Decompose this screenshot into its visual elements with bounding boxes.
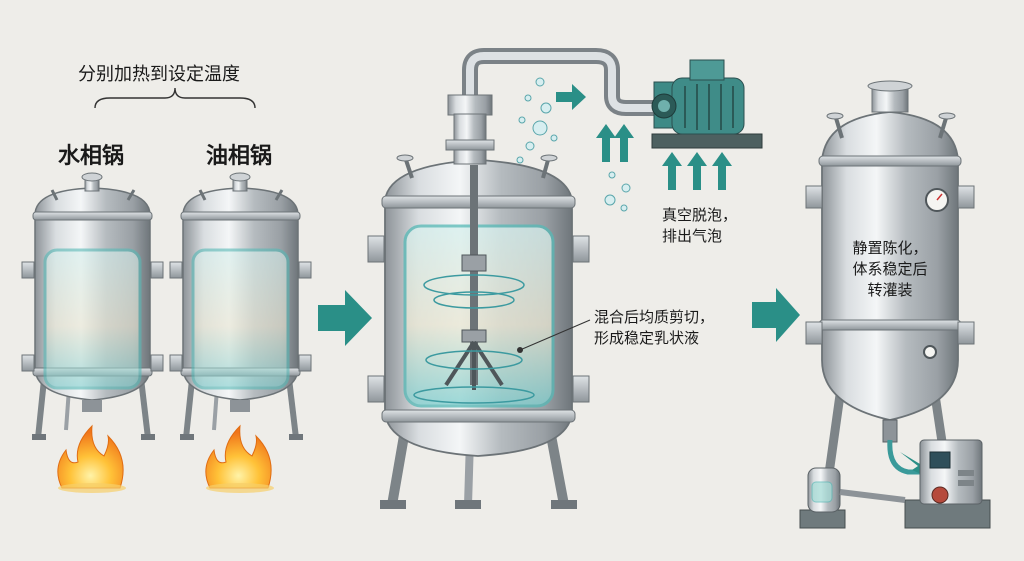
water-phase-tank bbox=[21, 172, 164, 440]
water-tank-flame-icon bbox=[57, 424, 126, 493]
oil-tank-label: 油相锅 bbox=[206, 144, 273, 169]
mix-note-line1: 混合后均质剪切， bbox=[594, 308, 715, 326]
aging-note-line3: 转灌装 bbox=[867, 281, 913, 299]
transfer-hose bbox=[887, 439, 925, 475]
vacuum-pipe bbox=[462, 48, 663, 116]
step-arrow-1 bbox=[318, 290, 372, 346]
swirl-lines bbox=[413, 274, 535, 404]
aging-note: 静置陈化， 体系稳定后 转灌装 bbox=[842, 238, 938, 301]
small-tank bbox=[799, 467, 906, 529]
step-arrow-2 bbox=[752, 288, 800, 342]
aging-note-line2: 体系稳定后 bbox=[852, 260, 928, 278]
aging-note-line1: 静置陈化， bbox=[852, 239, 928, 257]
vacuum-note: 真空脱泡， 排出气泡 bbox=[662, 205, 737, 247]
vacuum-pump bbox=[651, 59, 763, 149]
water-tank-label: 水相锅 bbox=[58, 144, 125, 169]
step1-heading: 分别加热到设定温度 bbox=[78, 64, 240, 85]
mix-note-line2: 形成稳定乳状液 bbox=[594, 329, 700, 347]
filling-machine bbox=[904, 439, 991, 529]
homogenizer-tank bbox=[367, 94, 590, 509]
oil-tank-flame-icon bbox=[205, 424, 274, 493]
oil-phase-tank bbox=[169, 172, 312, 440]
vacuum-arrows bbox=[556, 84, 732, 190]
mix-note-leader bbox=[519, 319, 591, 351]
mix-note: 混合后均质剪切， 形成稳定乳状液 bbox=[594, 307, 714, 349]
heading-bracket bbox=[94, 87, 256, 109]
vacuum-note-line2: 排出气泡 bbox=[662, 227, 723, 245]
aging-tank bbox=[805, 80, 975, 496]
vacuum-note-line1: 真空脱泡， bbox=[662, 206, 738, 224]
